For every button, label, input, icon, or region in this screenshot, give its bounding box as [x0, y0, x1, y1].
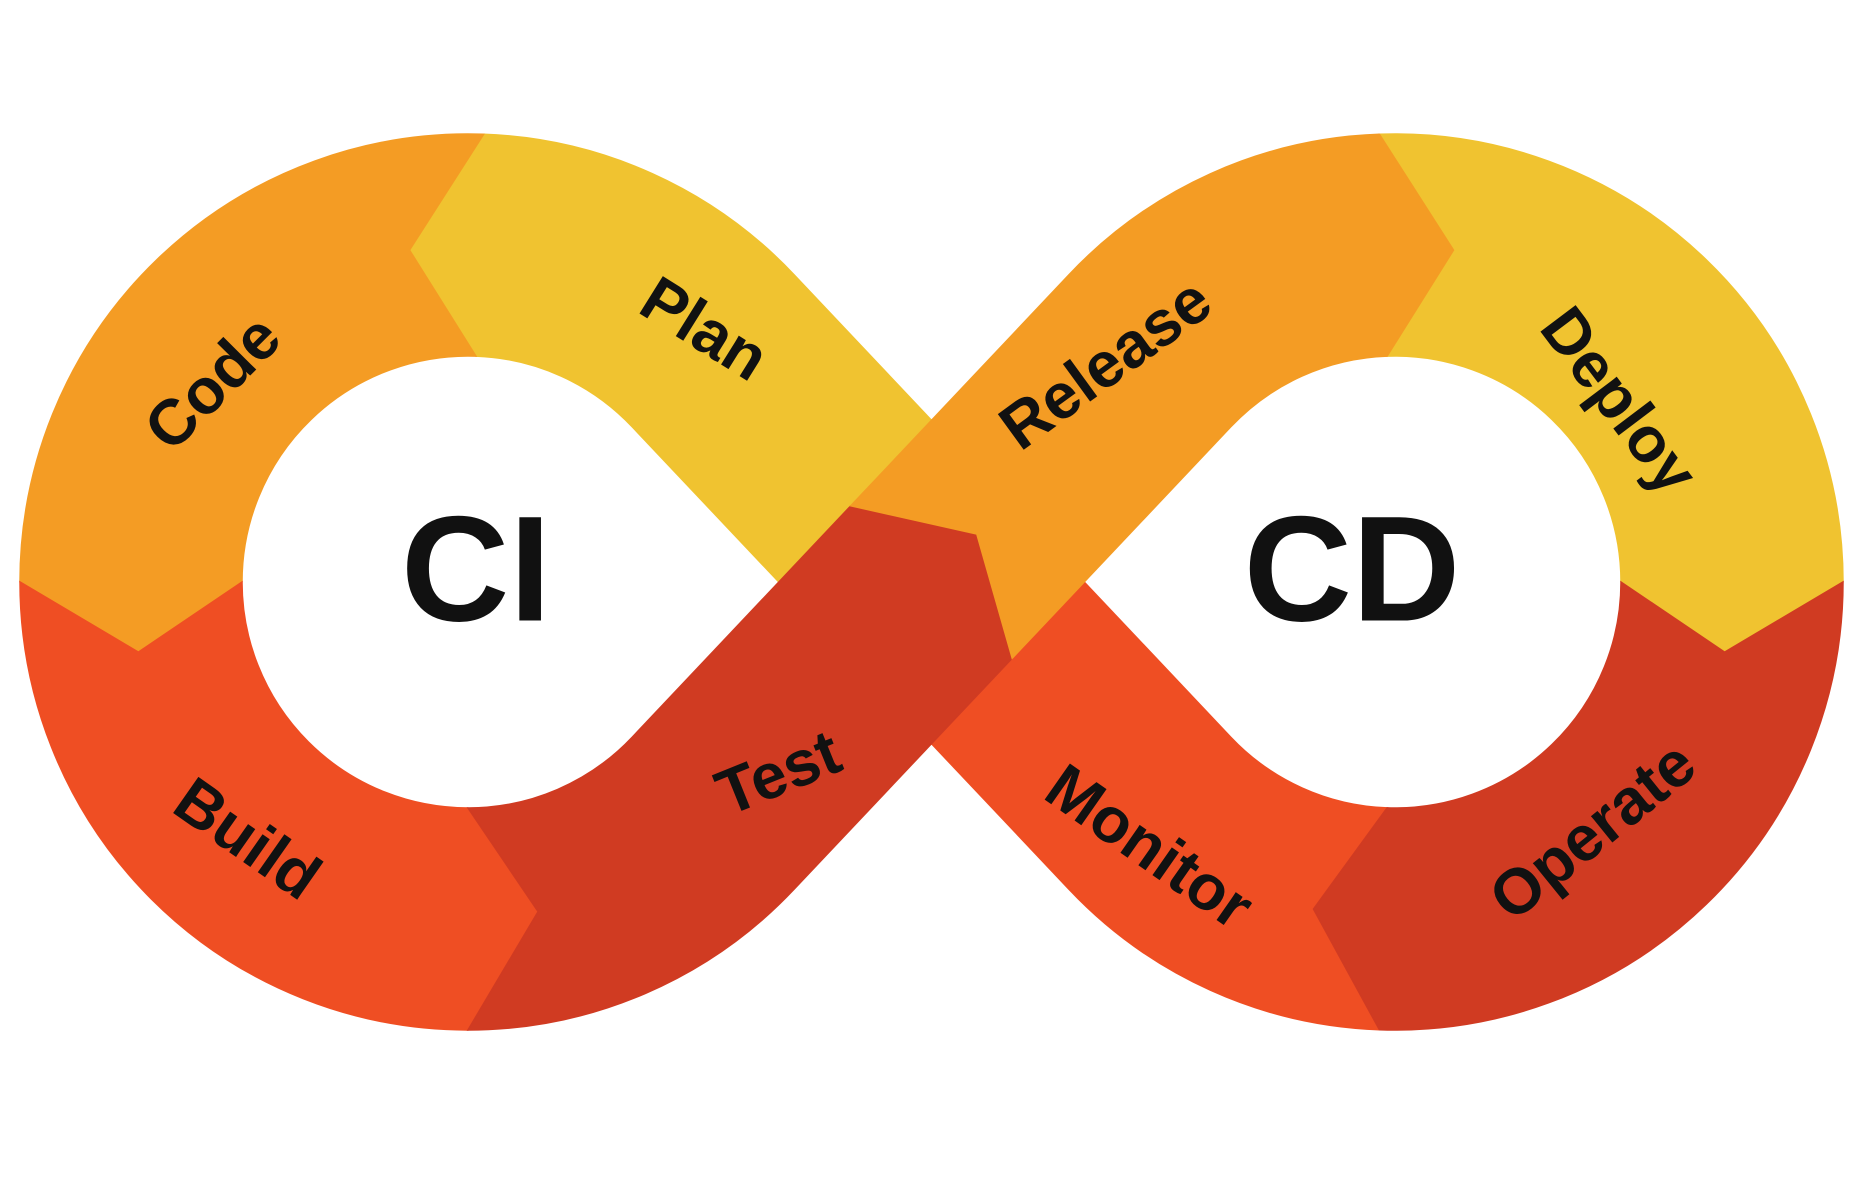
segment-operate	[1312, 580, 1844, 1031]
segment-deploy	[1378, 133, 1844, 653]
segment-build	[19, 580, 539, 1031]
loop-title-ci: CI	[401, 485, 551, 653]
loop-title-cd: CD	[1244, 485, 1461, 653]
segment-release	[849, 133, 1455, 660]
segment-code	[19, 133, 485, 653]
segment-test	[466, 504, 1014, 1031]
